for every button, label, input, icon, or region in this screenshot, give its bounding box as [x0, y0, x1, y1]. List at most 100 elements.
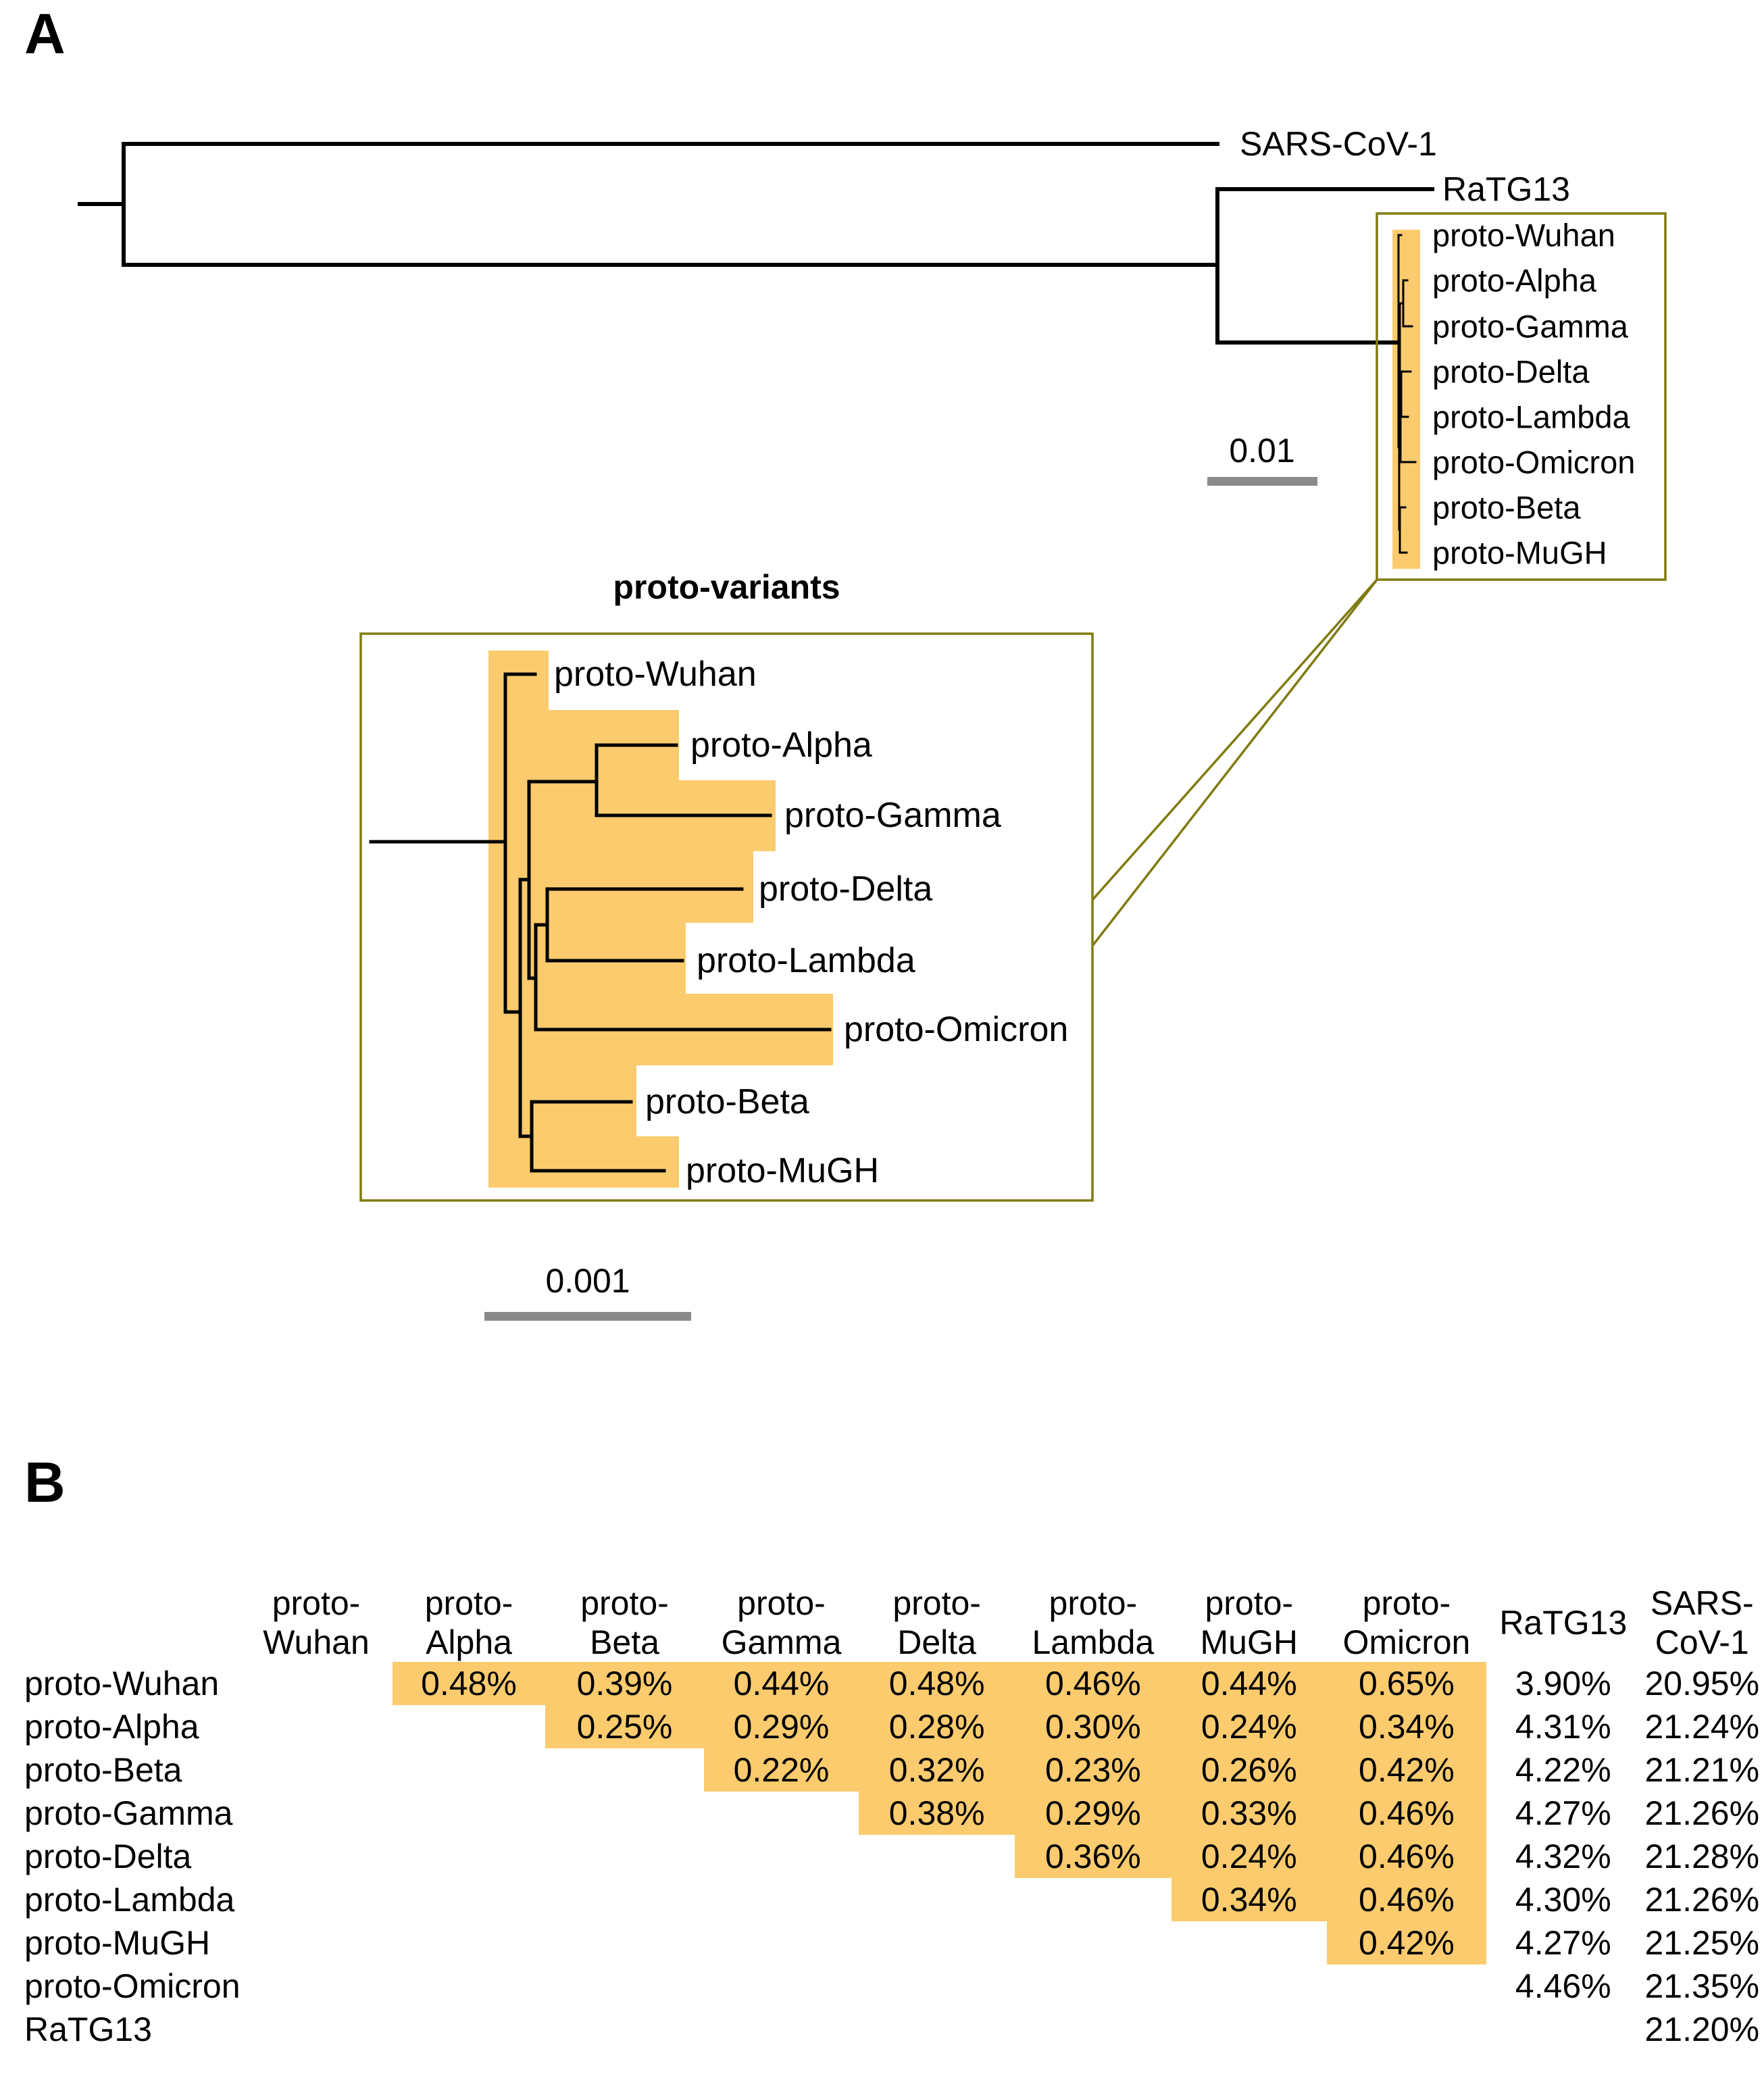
matrix-cell	[1327, 2008, 1486, 2051]
matrix-cell	[545, 1878, 703, 1921]
row-label: proto-Beta	[24, 1751, 182, 1789]
table-row: proto-Lambda 0.34% 0.46% 4.30% 21.26%	[24, 1878, 1764, 1921]
matrix-cell: 0.36%	[1014, 1835, 1171, 1878]
big-inset-box	[359, 632, 1094, 1202]
small-inset-tip-label: proto-Beta	[1432, 489, 1581, 526]
table-row: proto-Omicron 4.46% 21.35%	[24, 1965, 1764, 2008]
matrix-cell	[704, 2008, 859, 2051]
small-inset-tip-label: proto-Lambda	[1432, 399, 1630, 435]
matrix-cell: 0.23%	[1014, 1748, 1171, 1792]
matrix-cell	[1015, 1878, 1171, 1921]
matrix-cell: 0.46%	[1326, 1878, 1487, 1921]
matrix-cell	[859, 1835, 1015, 1878]
matrix-cell	[241, 1705, 393, 1748]
matrix-cell	[1015, 1965, 1171, 2008]
matrix-cell: 0.26%	[1171, 1748, 1327, 1792]
small-inset-tree	[1397, 234, 1417, 554]
matrix-cell	[545, 1965, 703, 2008]
big-inset-tip-label: proto-Alpha	[690, 726, 872, 765]
matrix-cell	[545, 2008, 703, 2051]
row-label: proto-MuGH	[24, 1924, 211, 1962]
matrix-cell: 0.29%	[703, 1705, 859, 1748]
matrix-cell: 0.28%	[859, 1705, 1015, 1748]
table-row: proto-Wuhan 0.48% 0.39% 0.44% 0.48% 0.46…	[24, 1662, 1764, 1705]
matrix-cell: 21.20%	[1644, 2010, 1760, 2048]
matrix-cell	[704, 1835, 859, 1878]
matrix-cell: 0.46%	[1326, 1792, 1487, 1835]
panel-a-label: A	[24, 2, 66, 66]
matrix-cell	[1486, 2008, 1640, 2051]
scale-bar-top	[1207, 477, 1317, 486]
matrix-cell	[704, 1965, 859, 2008]
column-header: proto-Wuhan	[263, 1584, 370, 1661]
matrix-cell: 0.24%	[1171, 1705, 1327, 1748]
row-label: proto-Omicron	[24, 1967, 241, 2005]
matrix-cell: 0.44%	[1171, 1662, 1327, 1705]
matrix-cell	[1171, 1921, 1327, 1965]
matrix-cell: 4.31%	[1515, 1708, 1611, 1746]
matrix-cell	[241, 1921, 393, 1965]
matrix-cell	[545, 1792, 703, 1835]
matrix-cell	[393, 1965, 546, 2008]
small-inset-tip-label: proto-Omicron	[1432, 444, 1636, 480]
small-inset-highlight	[1392, 230, 1420, 569]
corner-cell	[24, 1584, 241, 1662]
column-header: proto-Beta	[580, 1584, 669, 1661]
matrix-cell	[393, 1835, 546, 1878]
column-header: SARS-CoV-1	[1650, 1584, 1754, 1661]
matrix-cell	[1327, 1965, 1486, 2008]
small-inset-tip-label: proto-Wuhan	[1432, 217, 1615, 253]
inset-title: proto-variants	[613, 568, 840, 606]
table-row: proto-MuGH 0.42% 4.27% 21.25%	[24, 1921, 1764, 1965]
matrix-cell	[1015, 1921, 1171, 1965]
matrix-cell: 21.35%	[1644, 1967, 1760, 2005]
row-label: proto-Delta	[24, 1838, 192, 1875]
big-inset-tip-label: proto-Delta	[759, 869, 933, 909]
scale-label-bottom: 0.001	[545, 1262, 630, 1300]
column-header: proto-Alpha	[424, 1584, 513, 1661]
matrix-cell	[704, 1878, 859, 1921]
table-row: RaTG13 21.20%	[24, 2008, 1764, 2051]
matrix-cell: 0.34%	[1326, 1705, 1487, 1748]
column-header: proto-Lambda	[1032, 1584, 1155, 1661]
matrix-cell	[393, 1792, 546, 1835]
matrix-cell: 20.95%	[1644, 1665, 1760, 1702]
matrix-cell: 21.24%	[1644, 1708, 1760, 1746]
distance-matrix-table: proto-Wuhan proto-Alpha proto-Beta proto…	[24, 1584, 1764, 2051]
matrix-cell: 0.25%	[545, 1705, 704, 1748]
column-header: proto-Gamma	[721, 1584, 842, 1661]
matrix-cell	[1171, 2008, 1327, 2051]
scale-label-top: 0.01	[1229, 432, 1295, 470]
matrix-cell: 3.90%	[1515, 1665, 1611, 1702]
matrix-cell	[393, 1748, 546, 1792]
big-inset-highlight	[488, 651, 833, 1188]
matrix-cell	[545, 1921, 703, 1965]
matrix-cell: 0.42%	[1326, 1921, 1487, 1965]
column-header: proto-Delta	[892, 1584, 981, 1661]
matrix-cell: 4.32%	[1515, 1838, 1611, 1875]
big-inset-tip-label: proto-Wuhan	[554, 655, 757, 694]
matrix-cell	[859, 1878, 1015, 1921]
matrix-cell: 0.32%	[859, 1748, 1015, 1792]
matrix-cell: 21.28%	[1644, 1838, 1760, 1875]
matrix-cell: 0.34%	[1171, 1878, 1327, 1921]
table-row: proto-Delta 0.36% 0.24% 0.46% 4.32% 21.2…	[24, 1835, 1764, 1878]
matrix-cell: 21.26%	[1644, 1881, 1760, 1919]
big-inset-tip-label: proto-Gamma	[784, 796, 1001, 835]
matrix-cell: 0.65%	[1326, 1662, 1487, 1705]
matrix-cell	[241, 1662, 393, 1705]
matrix-cell: 4.46%	[1515, 1967, 1611, 2005]
panel-b-label: B	[24, 1450, 66, 1514]
scale-bar-bottom	[484, 1312, 691, 1321]
header-row: proto-Wuhan proto-Alpha proto-Beta proto…	[24, 1584, 1764, 1662]
matrix-cell	[241, 1748, 393, 1792]
matrix-cell	[859, 2008, 1015, 2051]
matrix-cell: 0.48%	[392, 1662, 546, 1705]
matrix-cell	[241, 2008, 393, 2051]
table-row: proto-Gamma 0.38% 0.29% 0.33% 0.46% 4.27…	[24, 1792, 1764, 1835]
matrix-cell: 21.21%	[1644, 1751, 1760, 1789]
matrix-cell: 0.39%	[545, 1662, 704, 1705]
matrix-cell: 21.26%	[1644, 1794, 1760, 1832]
